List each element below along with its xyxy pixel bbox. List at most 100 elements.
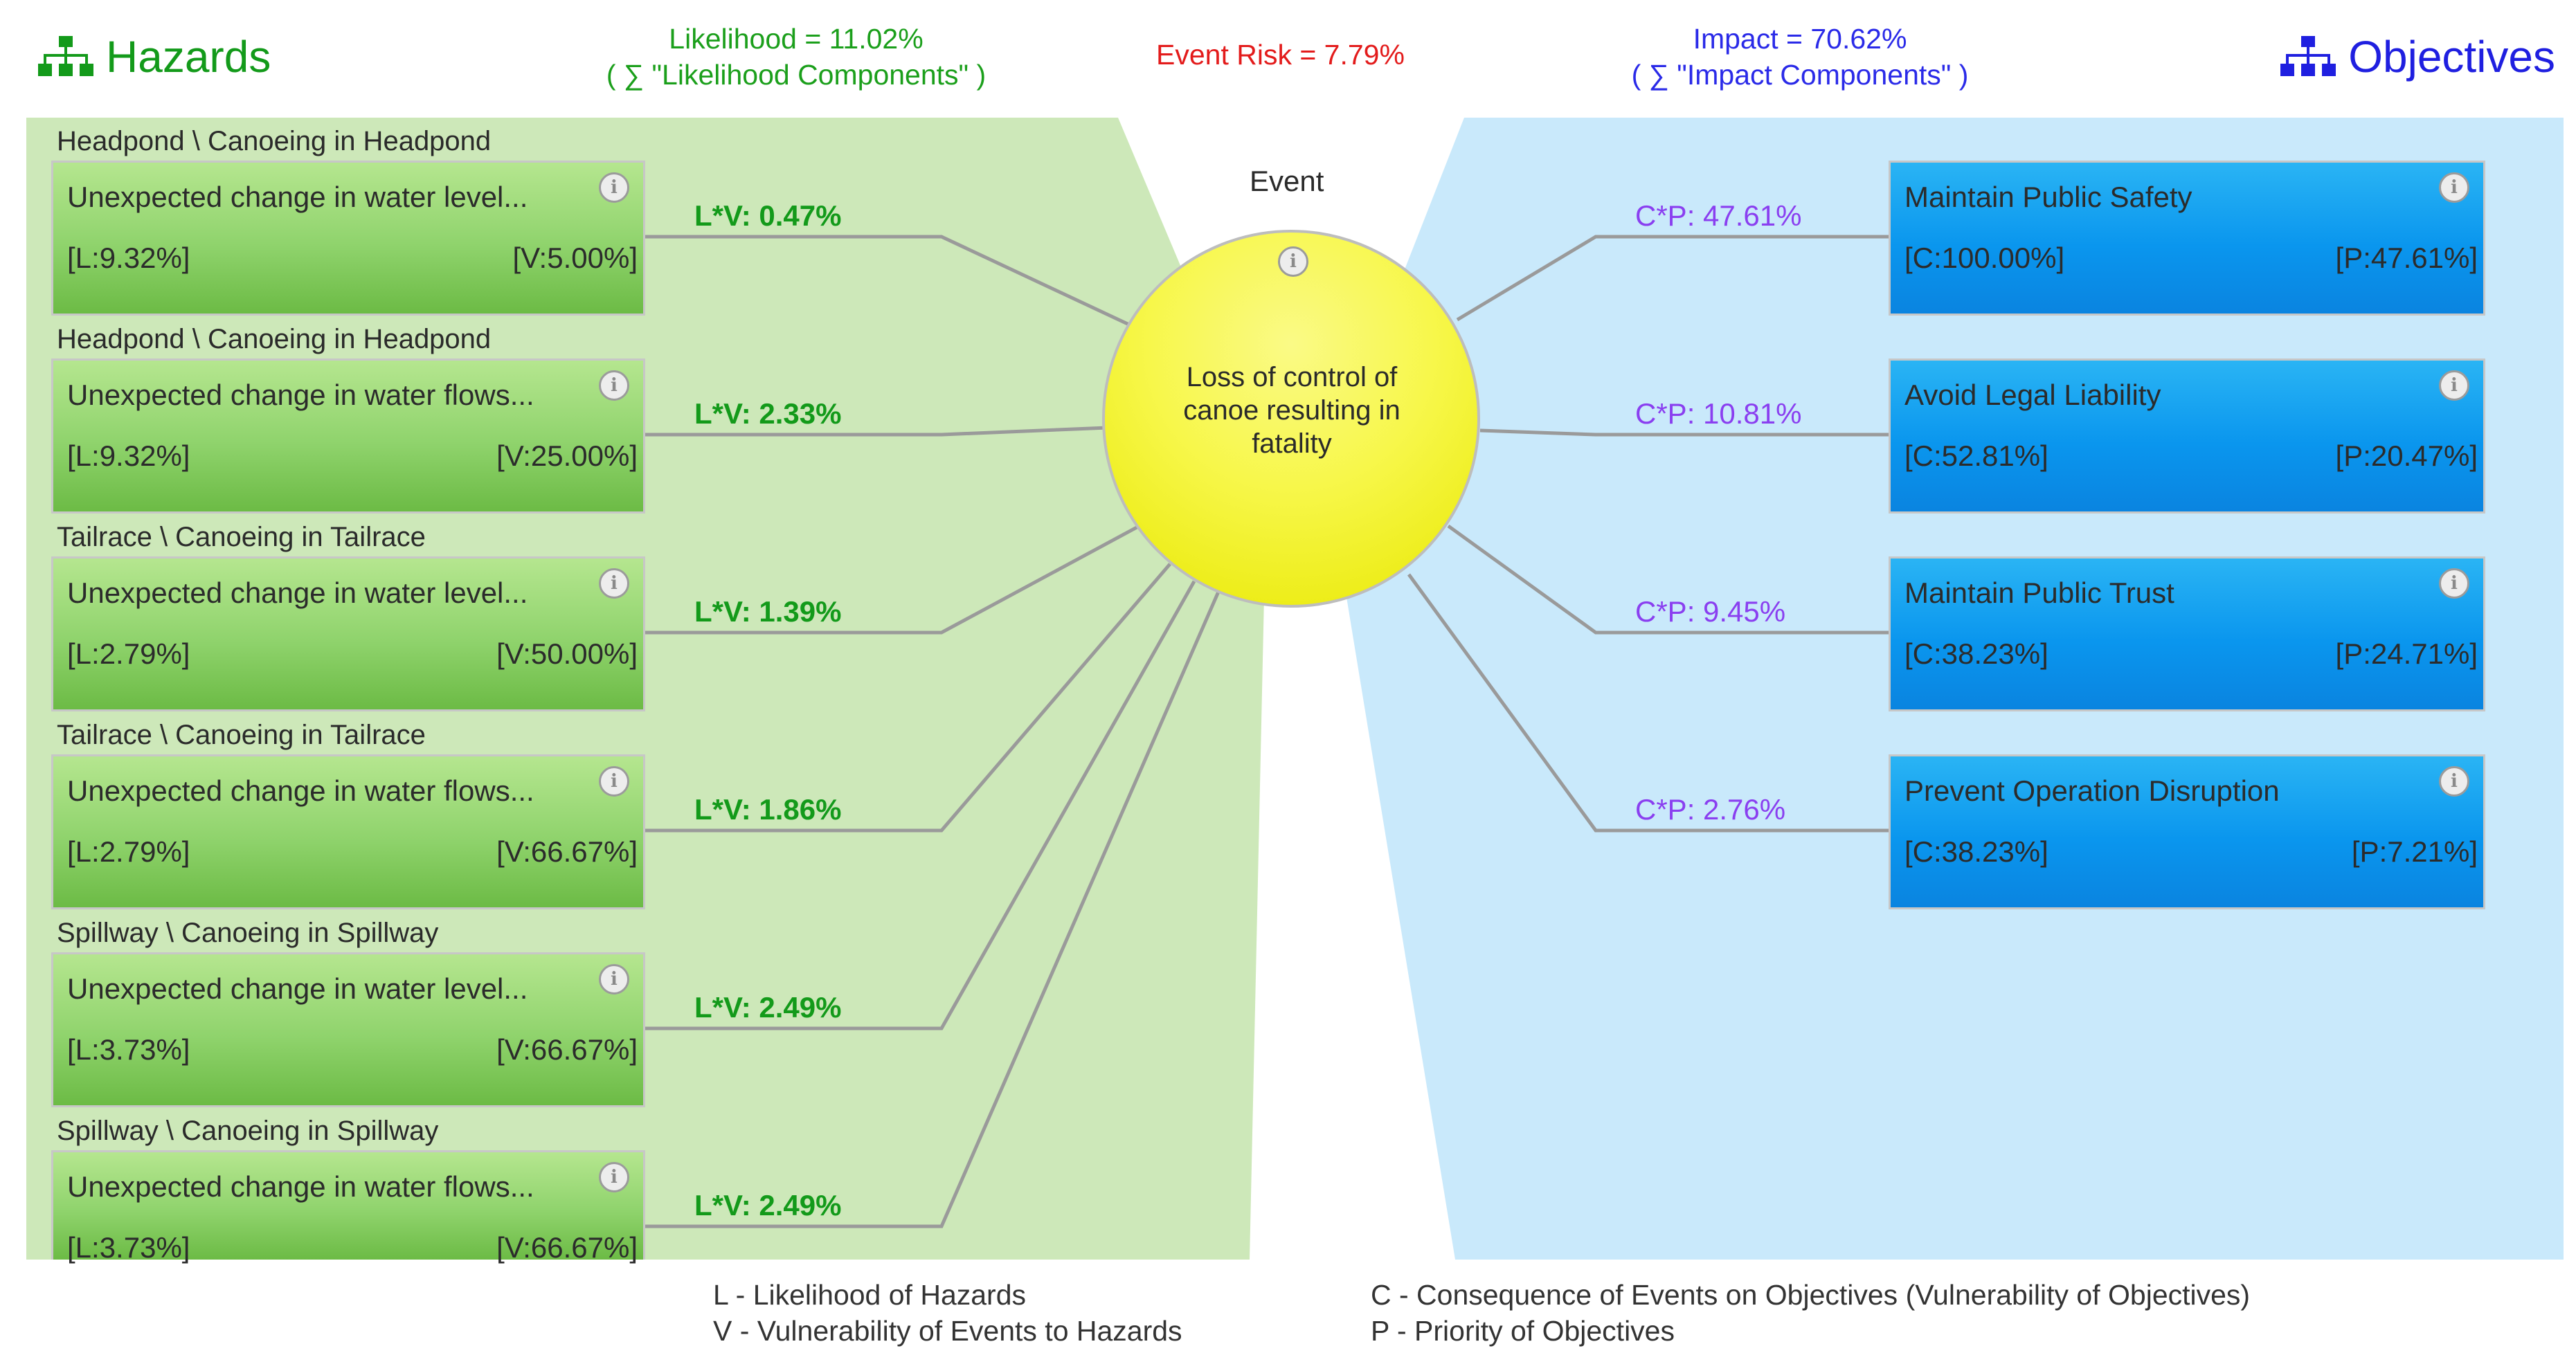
info-icon[interactable]: i xyxy=(599,568,629,599)
hazard-vulnerability: [V:25.00%] xyxy=(496,439,638,472)
info-icon[interactable]: i xyxy=(2439,568,2469,599)
hazard-link-6 xyxy=(645,591,1221,1228)
hazard-likelihood: [L:2.79%] xyxy=(67,835,190,868)
hazard-link-5 xyxy=(645,580,1196,1030)
info-icon[interactable]: i xyxy=(599,766,629,797)
likelihood-summary: Likelihood = 11.02% ( ∑ "Likelihood Comp… xyxy=(582,21,1011,93)
objectives-title: Objectives xyxy=(2348,32,2555,82)
hazard-group-label: Headpond \ Canoeing in Headpond xyxy=(57,324,492,354)
cp-label: C*P: 2.76% xyxy=(1635,793,1786,826)
lv-label: L*V: 0.47% xyxy=(694,199,842,232)
hazard-card[interactable]: Unexpected change in water flows... i [L… xyxy=(51,1150,645,1264)
legend-v: V - Vulnerability of Events to Hazards xyxy=(713,1315,1182,1347)
info-icon[interactable]: i xyxy=(2439,172,2469,203)
hazard-group-label: Spillway \ Canoeing in Spillway xyxy=(57,1116,439,1146)
objective-card[interactable]: Maintain Public Trust i [C:38.23%] [P:24… xyxy=(1889,556,2485,711)
objective-priority: [P:7.21%] xyxy=(2351,835,2478,868)
objective-link-3 xyxy=(1447,524,1889,635)
hazard-group-label: Headpond \ Canoeing in Headpond xyxy=(57,126,492,156)
lv-label: L*V: 2.49% xyxy=(694,1189,842,1222)
impact-formula: ( ∑ "Impact Components" ) xyxy=(1631,59,1969,91)
info-icon[interactable]: i xyxy=(2439,766,2469,797)
cp-label: C*P: 10.81% xyxy=(1635,397,1802,430)
hazard-title: Unexpected change in water flows... xyxy=(67,379,534,411)
hazard-card[interactable]: Unexpected change in water flows... i [L… xyxy=(51,754,645,909)
info-icon[interactable]: i xyxy=(599,964,629,995)
objective-title: Maintain Public Trust xyxy=(1904,576,2174,609)
hazard-card[interactable]: Unexpected change in water flows... i [L… xyxy=(51,358,645,514)
hazard-title: Unexpected change in water flows... xyxy=(67,1170,534,1203)
lv-label: L*V: 1.86% xyxy=(694,793,842,826)
objective-title: Maintain Public Safety xyxy=(1904,181,2192,213)
hazard-group-label: Spillway \ Canoeing in Spillway xyxy=(57,918,439,948)
cp-label: C*P: 9.45% xyxy=(1635,595,1786,628)
objective-card[interactable]: Avoid Legal Liability i [C:52.81%] [P:20… xyxy=(1889,358,2485,514)
objective-consequence: [C:100.00%] xyxy=(1904,242,2065,274)
hazard-link-2 xyxy=(645,426,1108,437)
cp-label: C*P: 47.61% xyxy=(1635,199,1802,232)
impact-value: Impact = 70.62% xyxy=(1693,23,1907,55)
hazard-title: Unexpected change in water level... xyxy=(67,972,528,1005)
lv-label: L*V: 2.33% xyxy=(694,397,842,430)
objective-consequence: [C:38.23%] xyxy=(1904,835,2048,868)
hazard-title: Unexpected change in water level... xyxy=(67,181,528,213)
likelihood-value: Likelihood = 11.02% xyxy=(669,23,924,55)
legend-p: P - Priority of Objectives xyxy=(1371,1315,1675,1347)
hazard-vulnerability: [V:5.00%] xyxy=(512,242,638,274)
hazard-link-3 xyxy=(645,520,1147,635)
objective-consequence: [C:38.23%] xyxy=(1904,637,2048,670)
likelihood-formula: ( ∑ "Likelihood Components" ) xyxy=(606,59,987,91)
lv-label: L*V: 1.39% xyxy=(694,595,842,628)
hazard-card[interactable]: Unexpected change in water level... i [L… xyxy=(51,556,645,711)
hazard-vulnerability: [V:66.67%] xyxy=(496,835,638,868)
hazard-card[interactable]: Unexpected change in water level... i [L… xyxy=(51,952,645,1107)
objectives-header: Objectives xyxy=(2280,31,2555,82)
legend-c: C - Consequence of Events on Objectives … xyxy=(1371,1279,2251,1311)
hazard-likelihood: [L:9.32%] xyxy=(67,242,190,274)
info-icon[interactable]: i xyxy=(2439,370,2469,401)
hazard-likelihood: [L:3.73%] xyxy=(67,1231,190,1264)
hazards-header: Hazards xyxy=(38,31,271,82)
hazard-link-1 xyxy=(645,235,1154,338)
info-icon[interactable]: i xyxy=(599,370,629,401)
impact-summary: Impact = 70.62% ( ∑ "Impact Components" … xyxy=(1613,21,1987,93)
objective-priority: [P:47.61%] xyxy=(2335,242,2478,274)
objective-link-2 xyxy=(1479,428,1889,437)
hazards-title: Hazards xyxy=(106,32,271,82)
hazard-likelihood: [L:2.79%] xyxy=(67,637,190,670)
hazard-vulnerability: [V:66.67%] xyxy=(496,1231,638,1264)
event-risk: Event Risk = 7.79% xyxy=(1156,39,1405,71)
event-label: Event xyxy=(1250,165,1324,197)
legend-l: L - Likelihood of Hazards xyxy=(713,1279,1027,1311)
objective-link-4 xyxy=(1407,573,1889,833)
hazard-title: Unexpected change in water level... xyxy=(67,576,528,609)
info-icon[interactable]: i xyxy=(1278,246,1308,277)
legend-left: L - Likelihood of Hazards V - Vulnerabil… xyxy=(713,1277,1182,1349)
objective-priority: [P:24.71%] xyxy=(2335,637,2478,670)
objective-card[interactable]: Maintain Public Safety i [C:100.00%] [P:… xyxy=(1889,161,2485,316)
hazard-group-label: Tailrace \ Canoeing in Tailrace xyxy=(57,720,426,750)
hazard-likelihood: [L:3.73%] xyxy=(67,1033,190,1066)
objective-title: Prevent Operation Disruption xyxy=(1904,774,2280,807)
hazard-link-4 xyxy=(645,563,1171,833)
hierarchy-icon xyxy=(38,36,93,76)
info-icon[interactable]: i xyxy=(599,1162,629,1192)
objective-priority: [P:20.47%] xyxy=(2335,439,2478,472)
hazard-group-label: Tailrace \ Canoeing in Tailrace xyxy=(57,522,426,552)
lv-label: L*V: 2.49% xyxy=(694,991,842,1024)
hazard-likelihood: [L:9.32%] xyxy=(67,439,190,472)
hazard-title: Unexpected change in water flows... xyxy=(67,774,534,807)
objective-card[interactable]: Prevent Operation Disruption i [C:38.23%… xyxy=(1889,754,2485,909)
objective-title: Avoid Legal Liability xyxy=(1904,379,2161,411)
objective-link-1 xyxy=(1456,235,1889,322)
objective-consequence: [C:52.81%] xyxy=(1904,439,2048,472)
hierarchy-icon xyxy=(2280,36,2336,76)
event-node[interactable]: i Loss of control of canoe resulting in … xyxy=(1102,230,1480,608)
hazard-vulnerability: [V:66.67%] xyxy=(496,1033,638,1066)
hazard-card[interactable]: Unexpected change in water level... i [L… xyxy=(51,161,645,316)
event-text: Loss of control of canoe resulting in fa… xyxy=(1183,362,1400,459)
hazard-vulnerability: [V:50.00%] xyxy=(496,637,638,670)
legend-right: C - Consequence of Events on Objectives … xyxy=(1371,1277,2250,1349)
info-icon[interactable]: i xyxy=(599,172,629,203)
